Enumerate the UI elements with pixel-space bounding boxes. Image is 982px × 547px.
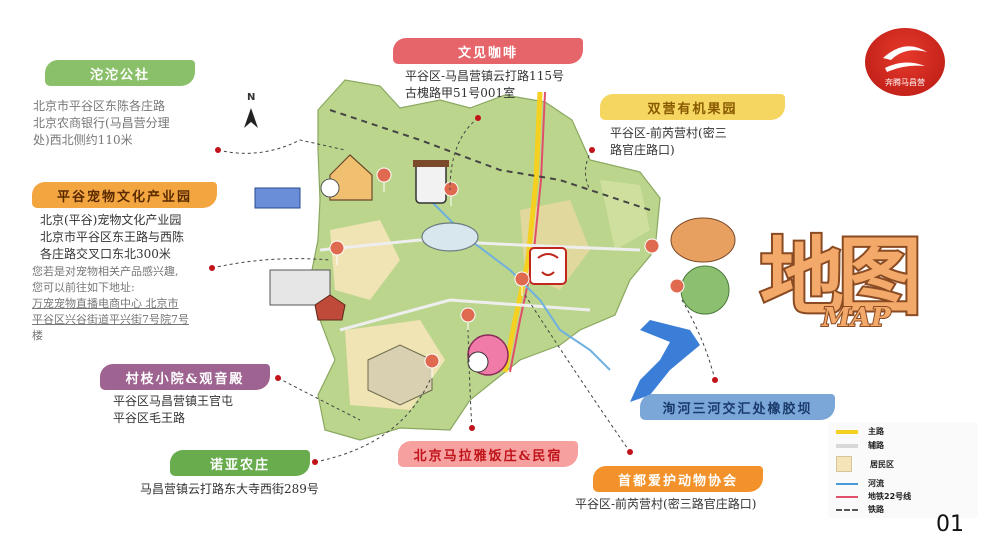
location-address-tuotuo: 北京市平谷区东陈各庄路 北京农商银行(马昌营分理 处)西北侧约110米: [33, 99, 170, 147]
location-label-shuangying: 双营有机果园: [600, 94, 785, 120]
page-subtitle: MAP: [821, 302, 892, 334]
connector-line: [585, 149, 593, 191]
orchard-illustration: [670, 217, 736, 263]
building-illustration: [254, 187, 301, 209]
temple-illustration: [314, 294, 346, 321]
farm-illustration: [269, 269, 331, 306]
connector-line: [681, 299, 716, 381]
compass-label: N: [247, 92, 256, 103]
location-pin[interactable]: [514, 271, 530, 297]
legend-item-residential: 居民区: [836, 456, 894, 472]
location-address-pet: 北京(平谷)宠物文化产业园 北京市平谷区东王路与西陈 各庄路交叉口东北300米: [40, 213, 185, 261]
location-pin[interactable]: [424, 353, 440, 379]
legend-item-secondary-road: 辅路: [836, 440, 884, 451]
location-address-cunji: 平谷区马昌营镇王官屯 平谷区毛王路: [113, 394, 234, 425]
location-pin[interactable]: [376, 167, 392, 193]
legend-item-main-road: 主路: [836, 426, 884, 437]
legend-item-railway: 铁路: [836, 504, 884, 515]
location-label-mala: 北京马拉雅饭庄&民宿: [398, 441, 578, 467]
location-label-pet: 平谷宠物文化产业园: [32, 182, 217, 208]
compass-arrow-icon: [244, 108, 258, 128]
brand-logo-text: 奔腾马昌营: [885, 78, 925, 87]
connector-line: [449, 117, 479, 191]
location-label-river: 洵河三河交汇处橡胶坝: [640, 394, 835, 420]
location-address-nuoya: 马昌营镇云打路东大寺西街289号: [140, 482, 319, 496]
main-road: [502, 91, 543, 373]
location-note-pet: 您若是对宠物相关产品感兴趣, 您可以前往如下地址: 万宠宠物直播电商中心 北京市…: [32, 265, 189, 342]
cube-building-illustration: [367, 344, 433, 406]
greenhouse-illustration: [421, 222, 479, 252]
residential-area: [600, 180, 650, 250]
river: [630, 320, 700, 402]
river-scene-illustration: [680, 265, 730, 315]
location-pin[interactable]: [669, 278, 685, 304]
residential-area: [330, 220, 400, 300]
location-address-wenjian: 平谷区-马昌营镇云打路115号 古槐路甲51号001室: [405, 69, 564, 100]
brand-logo: 奔腾马昌营: [865, 28, 945, 96]
page-title: 地图: [758, 226, 924, 328]
map-legend: 主路 辅路 居民区 河流 地铁22号线 铁路: [828, 422, 978, 518]
coffee-cup-illustration: [415, 162, 447, 204]
location-label-shoudu: 首都爱护动物协会: [593, 466, 763, 492]
location-label-wenjian: 文见咖啡: [393, 38, 583, 64]
legend-item-river: 河流: [836, 478, 884, 489]
connector-line: [467, 329, 473, 429]
legend-item-metro: 地铁22号线: [836, 491, 911, 502]
page-number: 01: [936, 512, 964, 537]
connector-line: [211, 258, 331, 269]
location-address-shoudu: 平谷区-前芮营村(密三路官庄路口): [575, 497, 757, 511]
location-pin[interactable]: [644, 238, 660, 264]
location-pin[interactable]: [329, 240, 345, 266]
connector-line: [277, 377, 361, 421]
connector-line: [524, 294, 631, 453]
railway: [329, 109, 651, 211]
location-address-shuangying: 平谷区-前芮营村(密三 路官庄路口): [610, 126, 727, 157]
connector-line: [314, 379, 431, 463]
location-label-nuoya: 诺亚农庄: [170, 450, 310, 476]
location-label-tuotuo: 沱沱公社: [45, 60, 195, 86]
location-pin[interactable]: [443, 181, 459, 207]
location-label-cunji: 村枝小院&观音殿: [100, 364, 270, 390]
location-pin[interactable]: [460, 307, 476, 333]
